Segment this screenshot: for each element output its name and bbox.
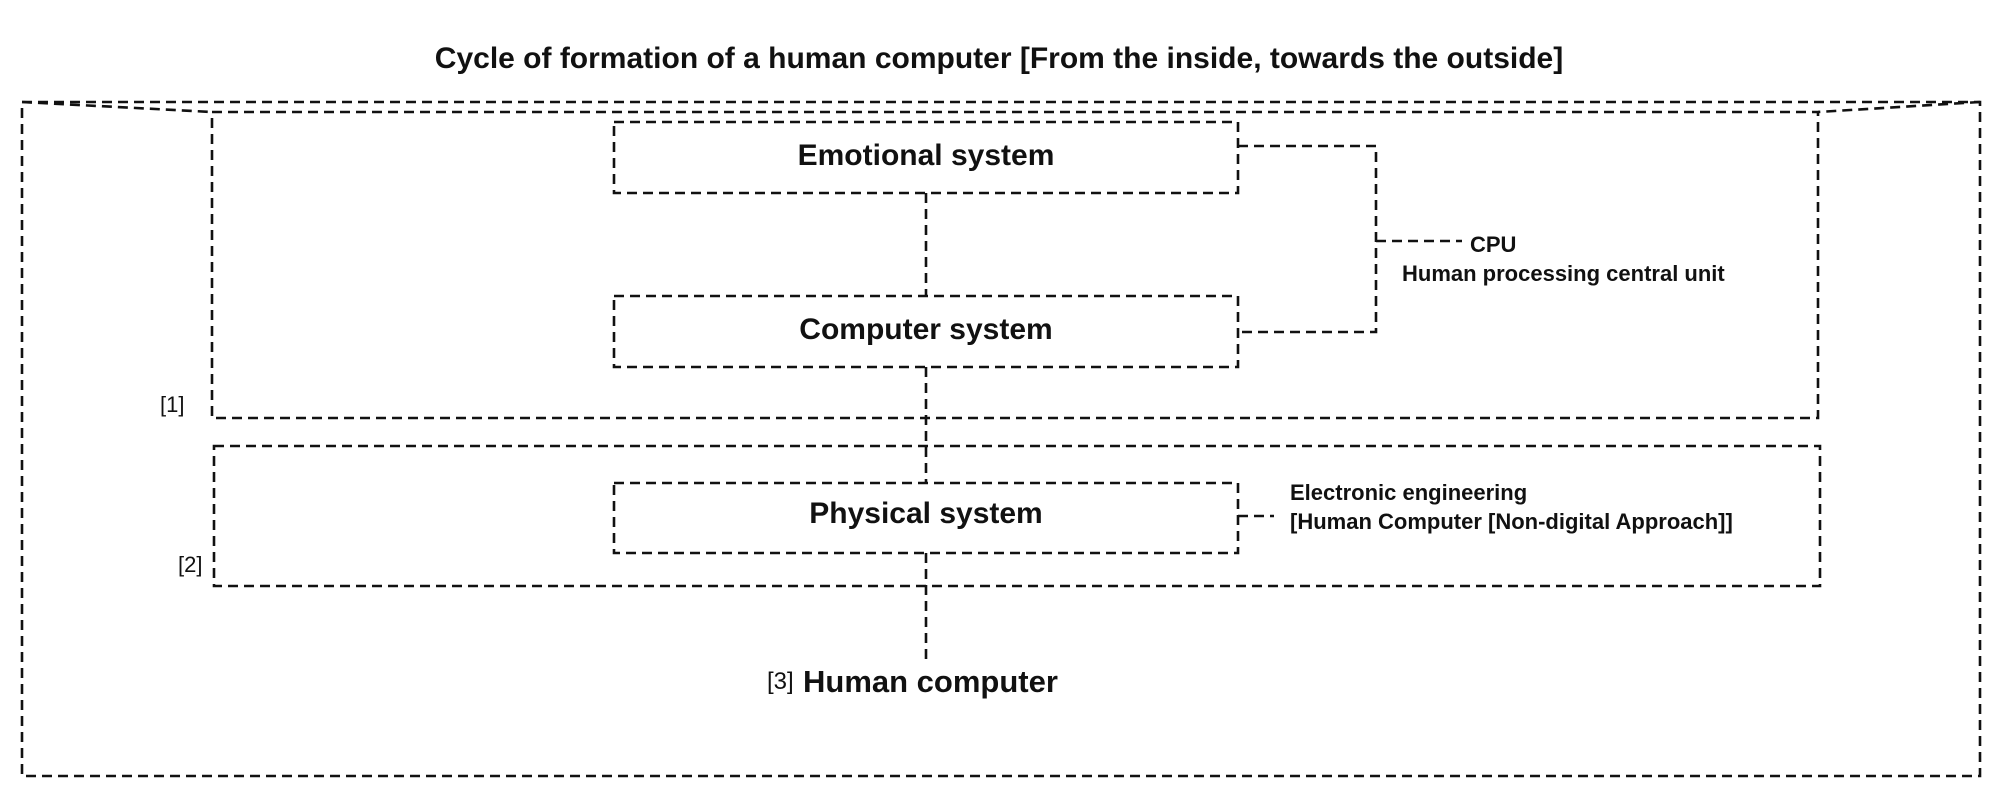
cpu-bracket [1238,144,1378,334]
computer-system-label: Computer system [799,313,1053,346]
engineering-label: Electronic engineering [1290,480,1528,505]
emotional-system-box [612,120,1240,195]
group-1-top-connector-right [1817,100,1981,114]
group-1-top-connector-left [21,100,213,114]
level-1-marker: [1] [160,392,185,417]
group-2-boundary [212,444,1822,588]
cpu-description: Human processing central unit [1402,261,1725,286]
group-1-boundary [210,110,1820,420]
engineering-description: [Human Computer [Non-digital Approach]] [1290,509,1733,534]
outer-boundary [20,100,1982,778]
diagram-title: Cycle of formation of a human computer [… [434,42,1564,75]
level-2-marker: [2] [178,552,203,577]
cpu-label: CPU [1470,232,1517,257]
human-computer-label: Human computer [803,664,1058,699]
emotional-system-label: Emotional system [797,139,1055,172]
level-3-marker: [3] [767,668,794,695]
physical-system-label: Physical system [809,497,1043,530]
